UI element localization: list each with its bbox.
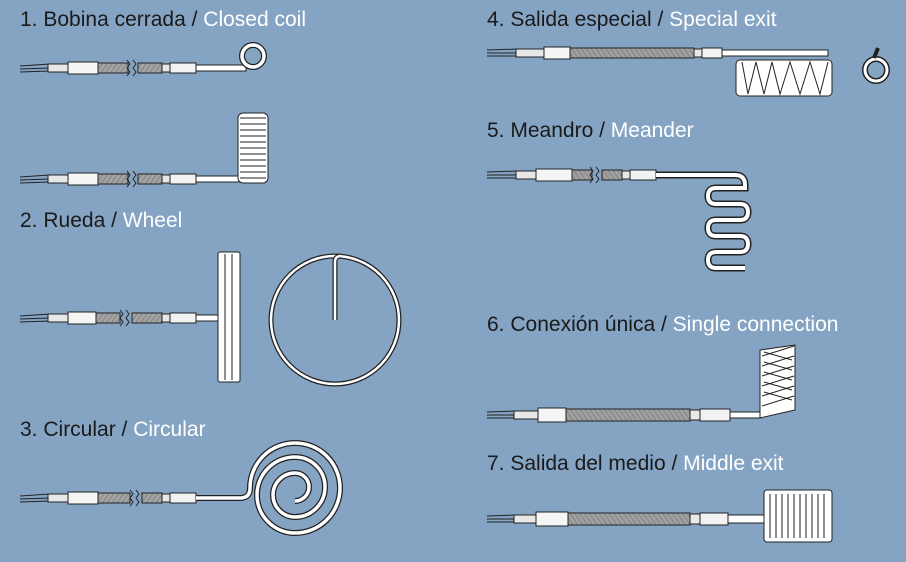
item-3-spanish: Circular (43, 418, 116, 441)
end-ring (862, 47, 890, 84)
item-5-separator: / (593, 119, 611, 142)
item-3-english: Circular (133, 418, 206, 441)
closed-coil-heater-a (19, 42, 267, 77)
item-4-number: 4. (487, 8, 505, 31)
item-5-english: Meander (610, 119, 694, 142)
item-7-english: Middle exit (683, 452, 784, 475)
braided-sheath-end (137, 62, 163, 74)
item-7-separator: / (665, 452, 684, 475)
item-3-separator: / (115, 418, 134, 441)
item-4-separator: / (651, 8, 670, 31)
wheel-side-view (217, 251, 241, 383)
item-4-english: Special exit (669, 8, 777, 31)
single-helix (759, 344, 796, 419)
item-6-spanish: Conexión única (510, 313, 656, 336)
flat-grid-element (763, 489, 833, 543)
item-5-spanish: Meandro (510, 119, 594, 142)
item-2-number: 2. (20, 209, 38, 232)
fitting (169, 62, 197, 74)
item-2-title: 2. Rueda / Wheel (20, 209, 182, 233)
helical-coil (735, 59, 833, 97)
item-6-number: 6. (487, 313, 505, 336)
special-exit-heater (486, 46, 890, 97)
item-7-spanish: Salida del medio (510, 452, 666, 475)
crimp-sleeve (47, 63, 69, 73)
item-5-title: 5. Meandro / Meander (487, 119, 694, 143)
heater-tube (195, 64, 247, 72)
item-1-spanish: Bobina cerrada (43, 8, 192, 31)
vertical-coil (237, 112, 269, 184)
item-3-number: 3. (20, 418, 38, 441)
spiral-element (196, 440, 343, 537)
braided-sheath (97, 62, 129, 74)
wheel-heater (19, 251, 402, 387)
item-6-title: 6. Conexión única / Single connection (487, 313, 838, 337)
item-1-title: 1. Bobina cerrada / Closed coil (20, 8, 306, 32)
item-5-number: 5. (487, 119, 505, 142)
wheel-front-view (268, 253, 402, 387)
white-sleeve (67, 61, 99, 75)
lead-wires (19, 63, 51, 73)
item-1-english: Closed coil (203, 8, 307, 31)
ferrule (161, 63, 171, 73)
item-1-number: 1. (20, 8, 38, 31)
item-2-english: Wheel (122, 209, 183, 232)
meander-element (656, 171, 752, 272)
closed-coil-heater-b (19, 112, 269, 188)
single-connection-heater (486, 344, 796, 423)
item-6-english: Single connection (672, 313, 839, 336)
item-2-separator: / (105, 209, 123, 232)
item-6-separator: / (655, 313, 673, 336)
item-4-title: 4. Salida especial / Special exit (487, 8, 777, 32)
item-7-title: 7. Salida del medio / Middle exit (487, 452, 784, 476)
meander-heater (486, 166, 752, 272)
middle-exit-heater (486, 489, 833, 543)
item-3-title: 3. Circular / Circular (20, 418, 206, 442)
item-2-spanish: Rueda (43, 209, 106, 232)
circular-heater (19, 440, 343, 537)
item-4-spanish: Salida especial (510, 8, 652, 31)
item-1-separator: / (191, 8, 204, 31)
item-7-number: 7. (487, 452, 505, 475)
break-mark (126, 59, 137, 77)
